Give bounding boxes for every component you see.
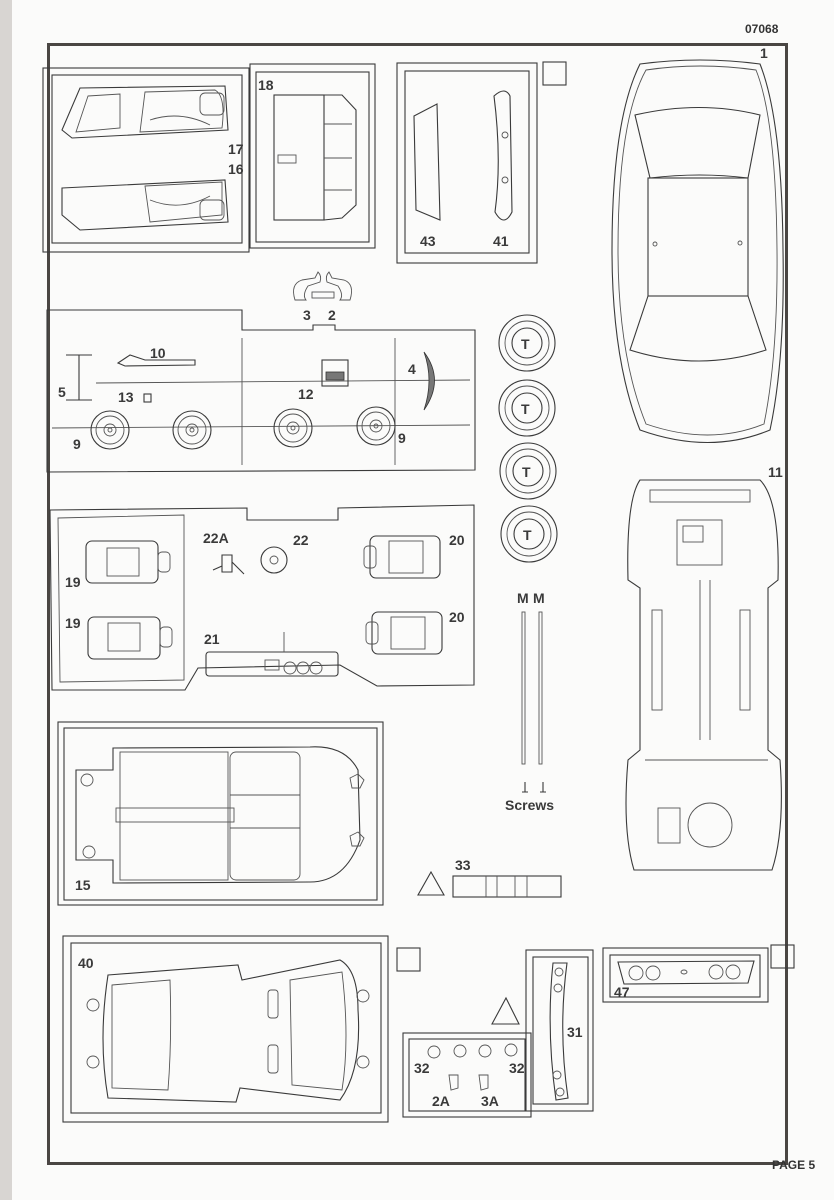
part-label-20b: 20	[449, 609, 465, 625]
page-number: PAGE 5	[772, 1158, 816, 1172]
part-label-32a: 32	[414, 1060, 430, 1076]
part-label-18: 18	[258, 77, 274, 93]
part-label-3: 3	[303, 307, 311, 323]
axles-and-screws: M M Screws	[505, 590, 554, 813]
part-label-12: 12	[298, 386, 314, 402]
part-label-9a: 9	[73, 436, 81, 452]
page-frame	[47, 43, 788, 1165]
car-chassis: 11	[625, 464, 783, 871]
part-label-40: 40	[78, 955, 94, 971]
tire-label: T	[522, 464, 531, 480]
sprue-wheels: 3 2 5 10 13 12 4 9 9	[46, 271, 476, 473]
part-label-21: 21	[204, 631, 220, 647]
part-label-11: 11	[768, 464, 783, 480]
part-label-1: 1	[760, 45, 768, 61]
part-label-19b: 19	[65, 615, 81, 631]
part-label-31: 31	[567, 1024, 583, 1040]
wheel-rim-4	[356, 406, 396, 446]
seat-19a	[85, 540, 171, 584]
wheel-rim-2	[172, 410, 212, 450]
triangle-icon	[417, 870, 445, 896]
sprue-small-parts: 32 32 2A 3A	[402, 996, 532, 1118]
part-13-shape	[143, 393, 152, 403]
tire-label: T	[521, 401, 530, 417]
part-label-20a: 20	[449, 532, 465, 548]
part-label-4: 4	[408, 361, 416, 377]
seat-20b	[365, 611, 443, 655]
screws-label: Screws	[505, 797, 554, 813]
empty-square-icon	[770, 944, 795, 969]
sprue-interior-tub: 15	[57, 721, 384, 906]
part-label-32b: 32	[509, 1060, 525, 1076]
axle-label-left: M	[517, 590, 529, 606]
part-label-2A: 2A	[432, 1093, 450, 1109]
tire-4: T	[500, 505, 558, 563]
part-label-9b: 9	[398, 430, 406, 446]
part-label-13: 13	[118, 389, 134, 405]
screw-icon	[540, 782, 546, 793]
tire-1: T	[498, 314, 556, 372]
part-label-43: 43	[420, 233, 436, 249]
sprue-door-panels: 17 16	[42, 67, 250, 253]
part-label-5: 5	[58, 384, 66, 400]
sprue-rear-shelf: 18	[249, 63, 376, 249]
kit-number: 07068	[745, 22, 779, 36]
part-label-2: 2	[328, 307, 336, 323]
sprue-clear-parts: 43 41	[396, 61, 567, 264]
part-label-33: 33	[455, 857, 471, 873]
part-label-19a: 19	[65, 574, 81, 590]
part-label-22A: 22A	[203, 530, 229, 546]
tire-3: T	[499, 442, 557, 500]
tire-label: T	[523, 527, 532, 543]
tire-label: T	[521, 336, 530, 352]
seat-20a	[363, 535, 441, 579]
sprue-seats: 19 19 22A 22 20 20 21	[49, 504, 475, 691]
wheel-rim-1	[90, 410, 130, 450]
wheel-rim-3	[273, 408, 313, 448]
part-33: 33	[417, 857, 562, 898]
tire-2: T	[498, 379, 556, 437]
binding-strip	[0, 0, 12, 1200]
sprue-rear-lights: 47	[602, 944, 795, 1003]
part-label-10: 10	[150, 345, 166, 361]
triangle-icon	[491, 996, 520, 1025]
part-label-47: 47	[614, 984, 630, 1000]
part-label-3A: 3A	[481, 1093, 499, 1109]
seat-19b	[87, 616, 173, 660]
axle-label-right: M	[533, 590, 545, 606]
screw-icon	[522, 782, 528, 793]
empty-square-icon	[396, 947, 421, 972]
empty-square-icon	[542, 61, 567, 86]
part-label-17: 17	[228, 141, 244, 157]
part-label-22: 22	[293, 532, 309, 548]
sprue-floor-pan: 40	[62, 935, 421, 1123]
car-body: 1	[611, 45, 784, 444]
tires: T T T T	[498, 314, 558, 563]
part-label-15: 15	[75, 877, 91, 893]
part-label-41: 41	[493, 233, 509, 249]
sprue-light-bar: 31	[525, 949, 594, 1112]
part-label-16: 16	[228, 161, 244, 177]
